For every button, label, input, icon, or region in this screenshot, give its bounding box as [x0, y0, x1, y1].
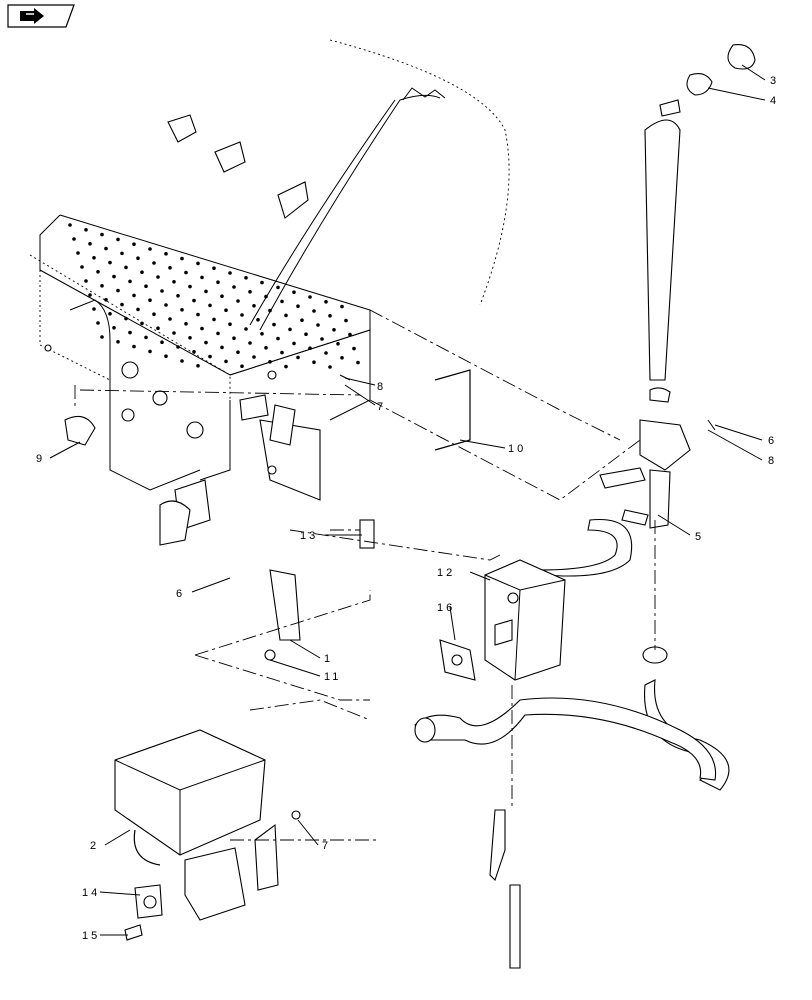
hose-assembly	[414, 44, 756, 969]
callout-leaders	[49, 64, 766, 936]
callout-15: 15	[82, 930, 100, 942]
valve-assembly	[114, 729, 301, 941]
callout-13: 13	[300, 530, 318, 542]
small-parts	[64, 369, 716, 661]
callout-7: 7	[377, 401, 386, 413]
callout-2: 2	[90, 840, 99, 852]
callout-7: 7	[322, 840, 331, 852]
callout-14: 14	[82, 887, 100, 899]
callout-6: 6	[176, 588, 185, 600]
callout-8: 8	[768, 455, 777, 467]
platform-perforations	[68, 223, 360, 369]
callout-11: 11	[324, 671, 341, 683]
callout-1: 1	[324, 653, 333, 665]
callout-9: 9	[36, 453, 45, 465]
page-nav-button[interactable]	[7, 4, 75, 28]
callout-12: 12	[437, 567, 455, 579]
callout-3: 3	[770, 75, 779, 87]
assembly-lines	[74, 309, 656, 841]
tank-outline	[167, 39, 510, 331]
callout-10: 10	[508, 443, 526, 455]
callout-4: 4	[770, 95, 779, 107]
callout-16: 16	[437, 602, 455, 614]
callout-5: 5	[695, 531, 704, 543]
callout-6: 6	[768, 435, 777, 447]
frame-platform	[29, 214, 371, 546]
arrow-page-icon	[20, 8, 44, 24]
mounting-box	[439, 559, 566, 681]
callout-8: 8	[377, 381, 386, 393]
callout-labels: 3 4 6 8 5 8 7 10 9 13 12 16 6 1 11 2 7 1…	[36, 75, 779, 942]
